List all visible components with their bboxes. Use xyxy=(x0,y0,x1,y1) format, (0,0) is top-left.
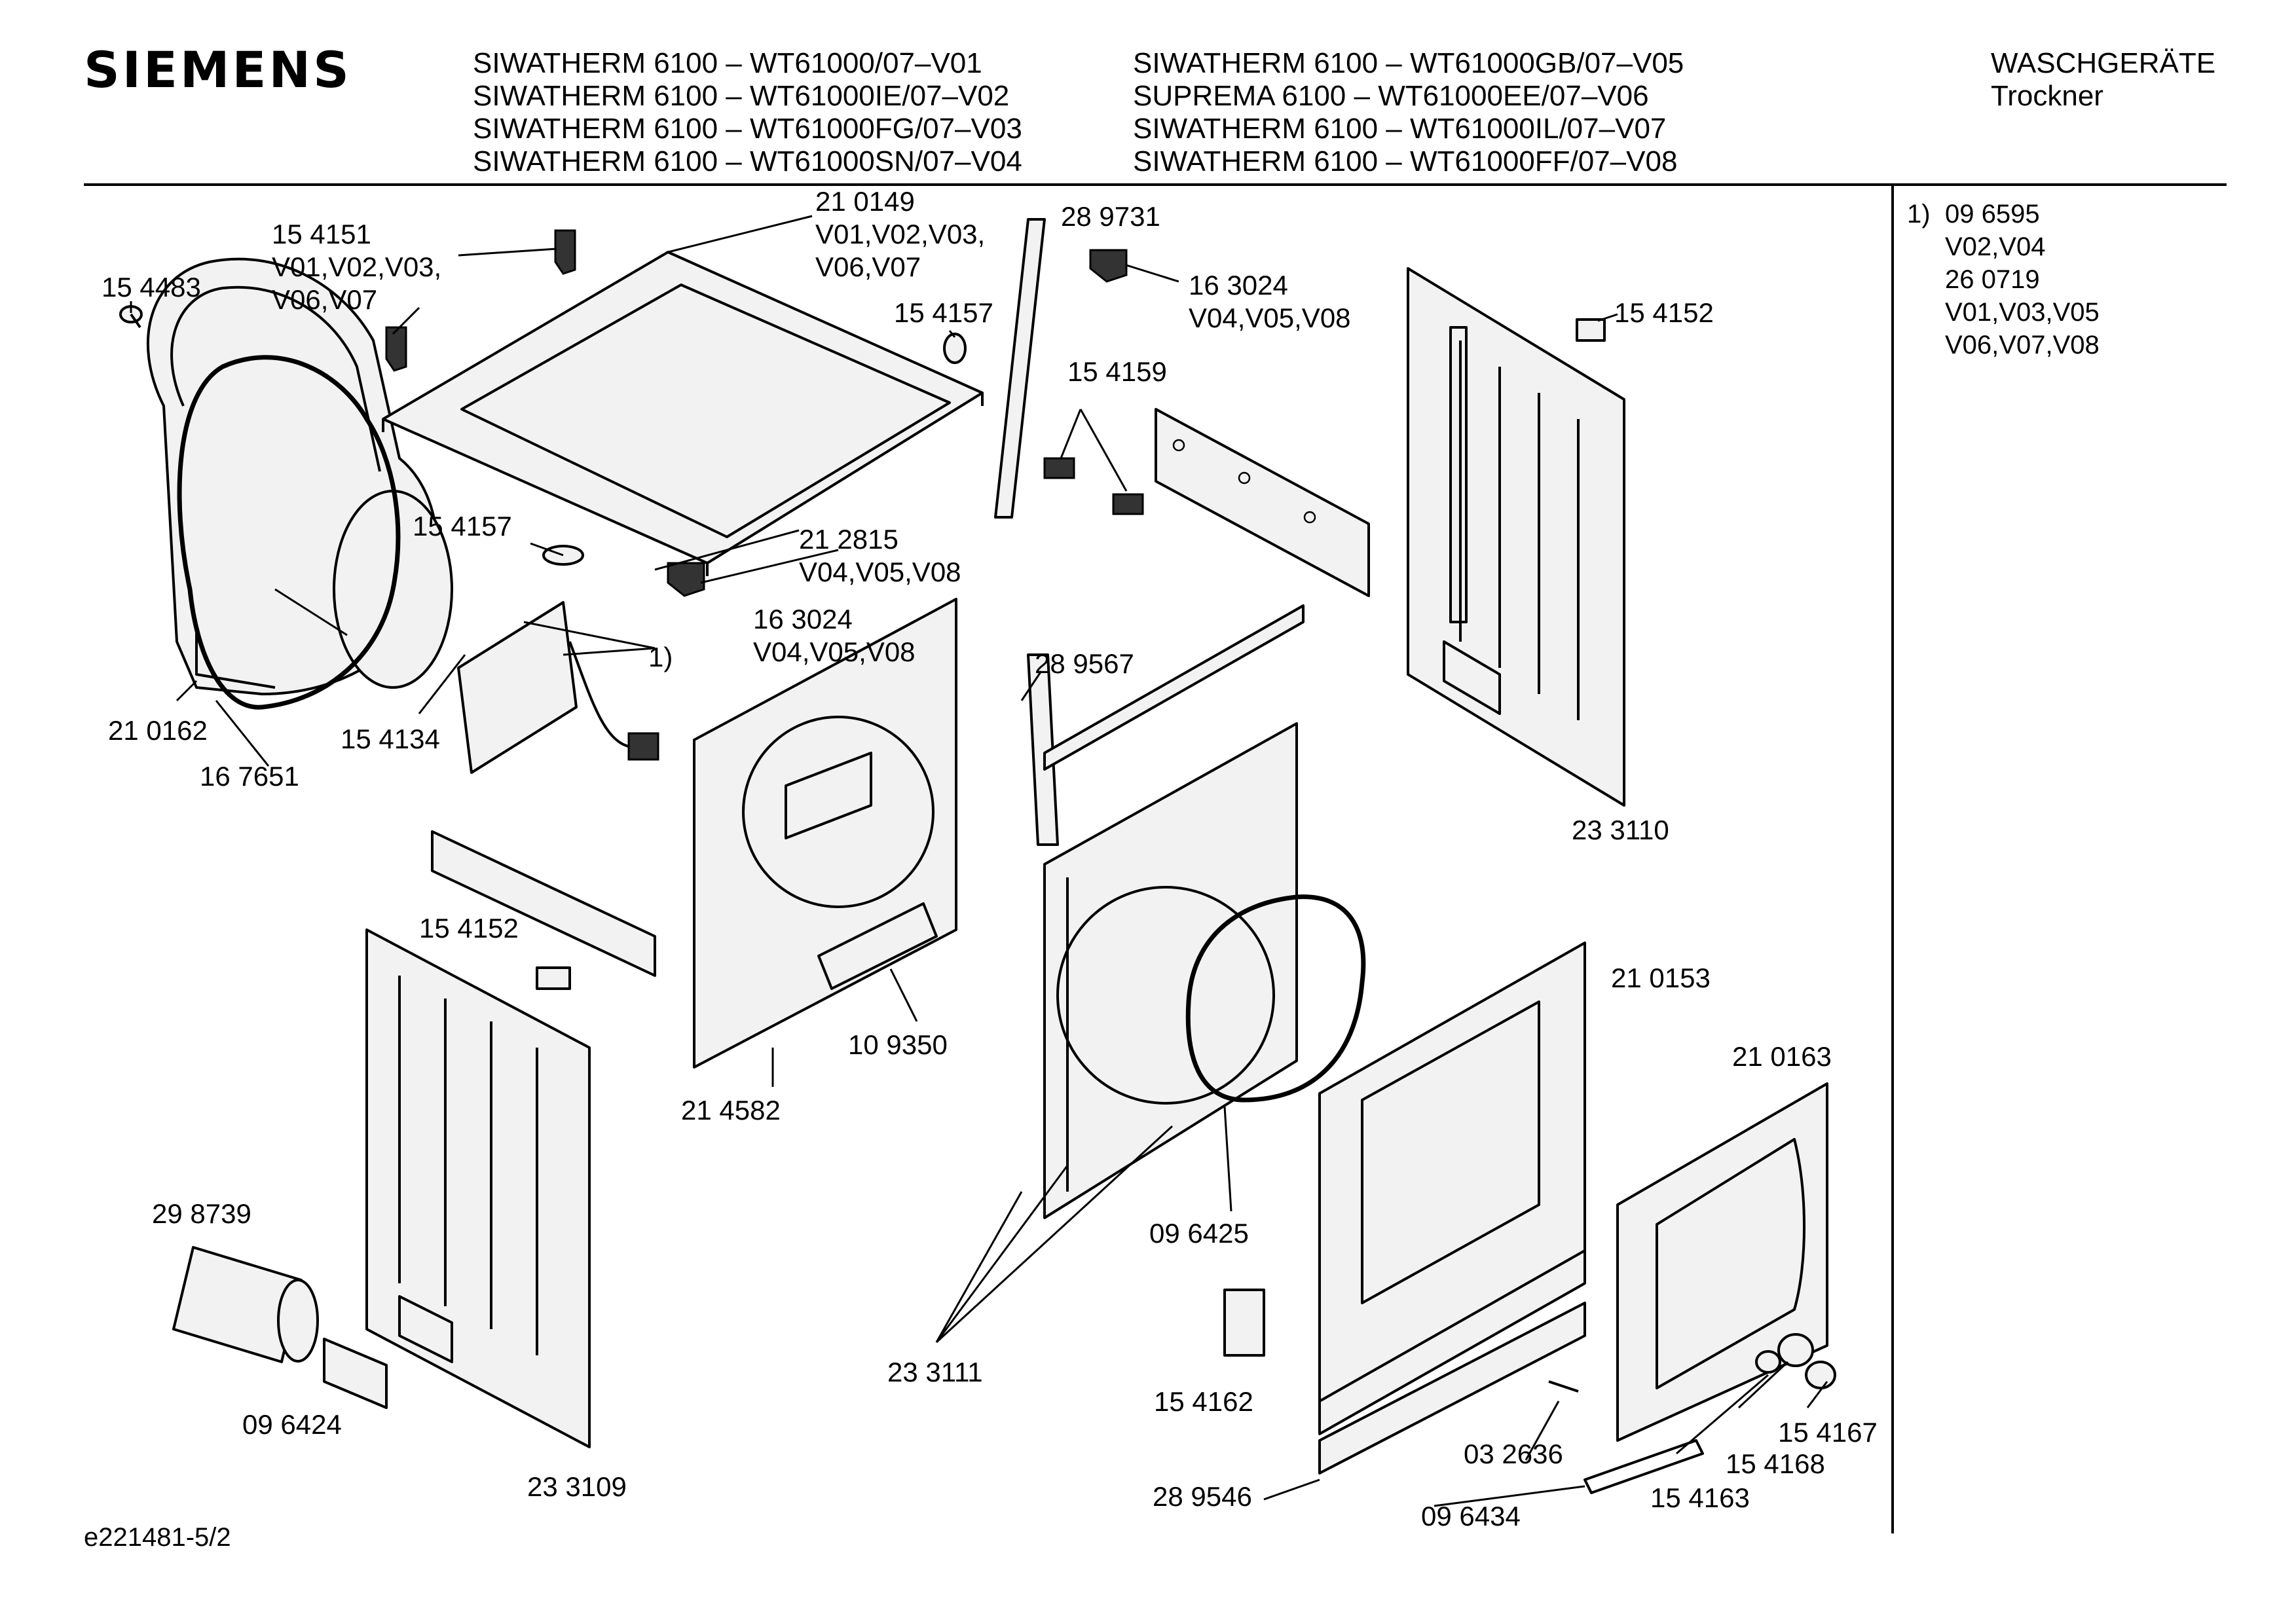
model-line: SUPREMA 6100 – WT61000EE/07–V06 xyxy=(1133,80,1649,112)
part-label: 03 2636 xyxy=(1464,1438,1563,1469)
part-label: 15 4152 xyxy=(1614,297,1714,328)
header-divider xyxy=(84,183,2227,186)
category-block: WASCHGERÄTE Trockner xyxy=(1991,47,2215,113)
door-seal xyxy=(1185,894,1366,1103)
part-label: 21 0163 xyxy=(1732,1041,1832,1072)
footnote-panel: 1) 09 6595 V02,V04 26 0719 V01,V03,V05 V0… xyxy=(1907,198,2100,361)
part-variant-label: V06,V07 xyxy=(815,251,921,282)
small-parts xyxy=(323,1289,1836,1494)
model-list-right: SIWATHERM 6100 – WT61000GB/07–V05 SUPREM… xyxy=(1133,47,1684,178)
footnote-line: V06,V07,V08 xyxy=(1945,331,2100,359)
drum-seal xyxy=(177,355,401,710)
part-label: 29 8739 xyxy=(152,1198,251,1229)
part-label: 15 4162 xyxy=(1154,1386,1253,1417)
part-label: 28 9546 xyxy=(1153,1481,1252,1512)
part-variant-label: V06,V07 xyxy=(272,284,377,315)
part-labels: 15 4483 15 4151 V01,V02,V03, V06,V07 21 … xyxy=(102,186,1878,1531)
front-frame-strip xyxy=(1027,604,1305,846)
category-title: WASCHGERÄTE xyxy=(1991,47,2216,79)
part-variant-label: V04,V05,V08 xyxy=(799,557,961,587)
footnote-reference: 1) xyxy=(648,642,673,672)
leader-lines xyxy=(130,215,1828,1507)
part-label: 23 3110 xyxy=(1572,815,1669,845)
part-label: 21 0149 xyxy=(815,186,915,217)
side-panel-left xyxy=(365,928,591,1448)
electronics-module xyxy=(457,601,659,774)
part-label: 09 6425 xyxy=(1149,1218,1249,1249)
part-label: 16 7651 xyxy=(200,761,299,792)
part-label: 28 9567 xyxy=(1035,648,1134,679)
part-label: 28 9731 xyxy=(1061,201,1160,232)
part-label: 15 4157 xyxy=(894,297,993,328)
part-label: 23 3109 xyxy=(527,1471,627,1502)
brand-logo: SIEMENS xyxy=(84,41,352,99)
category-subtitle: Trockner xyxy=(1991,80,2103,112)
part-label: 21 4582 xyxy=(681,1095,781,1126)
model-line: SIWATHERM 6100 – WT61000IE/07–V02 xyxy=(473,80,1010,112)
part-variant-label: V01,V02,V03, xyxy=(272,251,441,282)
part-label: 15 4168 xyxy=(1726,1448,1825,1479)
part-label: 09 6424 xyxy=(242,1409,342,1440)
part-label: 16 3024 xyxy=(1189,270,1288,301)
part-label: 15 4151 xyxy=(272,219,371,249)
hinge-bracket xyxy=(385,229,1606,990)
front-frame xyxy=(1043,722,1298,1219)
part-label: 21 0153 xyxy=(1611,962,1711,993)
base-rail xyxy=(431,830,656,977)
part-variant-label: V01,V02,V03, xyxy=(815,219,985,249)
part-label: 15 4159 xyxy=(1067,356,1167,387)
model-line: SIWATHERM 6100 – WT61000FF/07–V08 xyxy=(1133,145,1678,177)
exhaust-hose xyxy=(172,1246,319,1363)
model-line: SIWATHERM 6100 – WT61000FG/07–V03 xyxy=(473,113,1022,145)
model-line: SIWATHERM 6100 – WT61000SN/07–V04 xyxy=(473,145,1022,177)
back-panel xyxy=(693,598,957,1069)
model-list-left: SIWATHERM 6100 – WT61000/07–V01 SIWATHER… xyxy=(473,47,1022,178)
part-label: 15 4167 xyxy=(1778,1417,1878,1448)
part-variant-label: V04,V05,V08 xyxy=(1189,302,1351,333)
footnote-line: 09 6595 xyxy=(1945,200,2040,229)
part-label: 16 3024 xyxy=(753,604,853,634)
part-label: 15 4157 xyxy=(413,511,512,541)
control-rail xyxy=(1155,408,1370,597)
drum-housing xyxy=(146,257,453,695)
footnote-line: 26 0719 xyxy=(1945,265,2040,294)
front-panel xyxy=(1318,942,1586,1435)
part-label: 23 3111 xyxy=(887,1357,983,1387)
footnote-line: V02,V04 xyxy=(1945,232,2046,261)
top-cover xyxy=(382,251,984,576)
model-line: SIWATHERM 6100 – WT61000/07–V01 xyxy=(473,47,982,79)
notes-divider xyxy=(1891,185,1894,1533)
rod-part xyxy=(994,218,1046,519)
part-label: 15 4152 xyxy=(419,913,519,943)
side-panel-right xyxy=(1407,267,1625,807)
model-line: SIWATHERM 6100 – WT61000IL/07–V07 xyxy=(1133,113,1667,145)
part-label: 15 4163 xyxy=(1650,1482,1750,1513)
part-variant-label: V04,V05,V08 xyxy=(753,636,916,667)
part-label: 10 9350 xyxy=(848,1029,948,1060)
door-frame xyxy=(1616,1082,1828,1442)
plug-parts xyxy=(542,333,1144,566)
part-label: 09 6434 xyxy=(1421,1501,1521,1531)
document-id: e221481-5/2 xyxy=(84,1523,231,1552)
part-label: 15 4483 xyxy=(102,272,201,302)
part-label: 21 0162 xyxy=(108,715,208,746)
footnote-line: V01,V03,V05 xyxy=(1945,298,2100,327)
model-line: SIWATHERM 6100 – WT61000GB/07–V05 xyxy=(1133,47,1684,79)
part-label: 15 4134 xyxy=(341,724,440,754)
part-label: 21 2815 xyxy=(799,524,898,555)
footnote-marker: 1) xyxy=(1907,200,1931,229)
